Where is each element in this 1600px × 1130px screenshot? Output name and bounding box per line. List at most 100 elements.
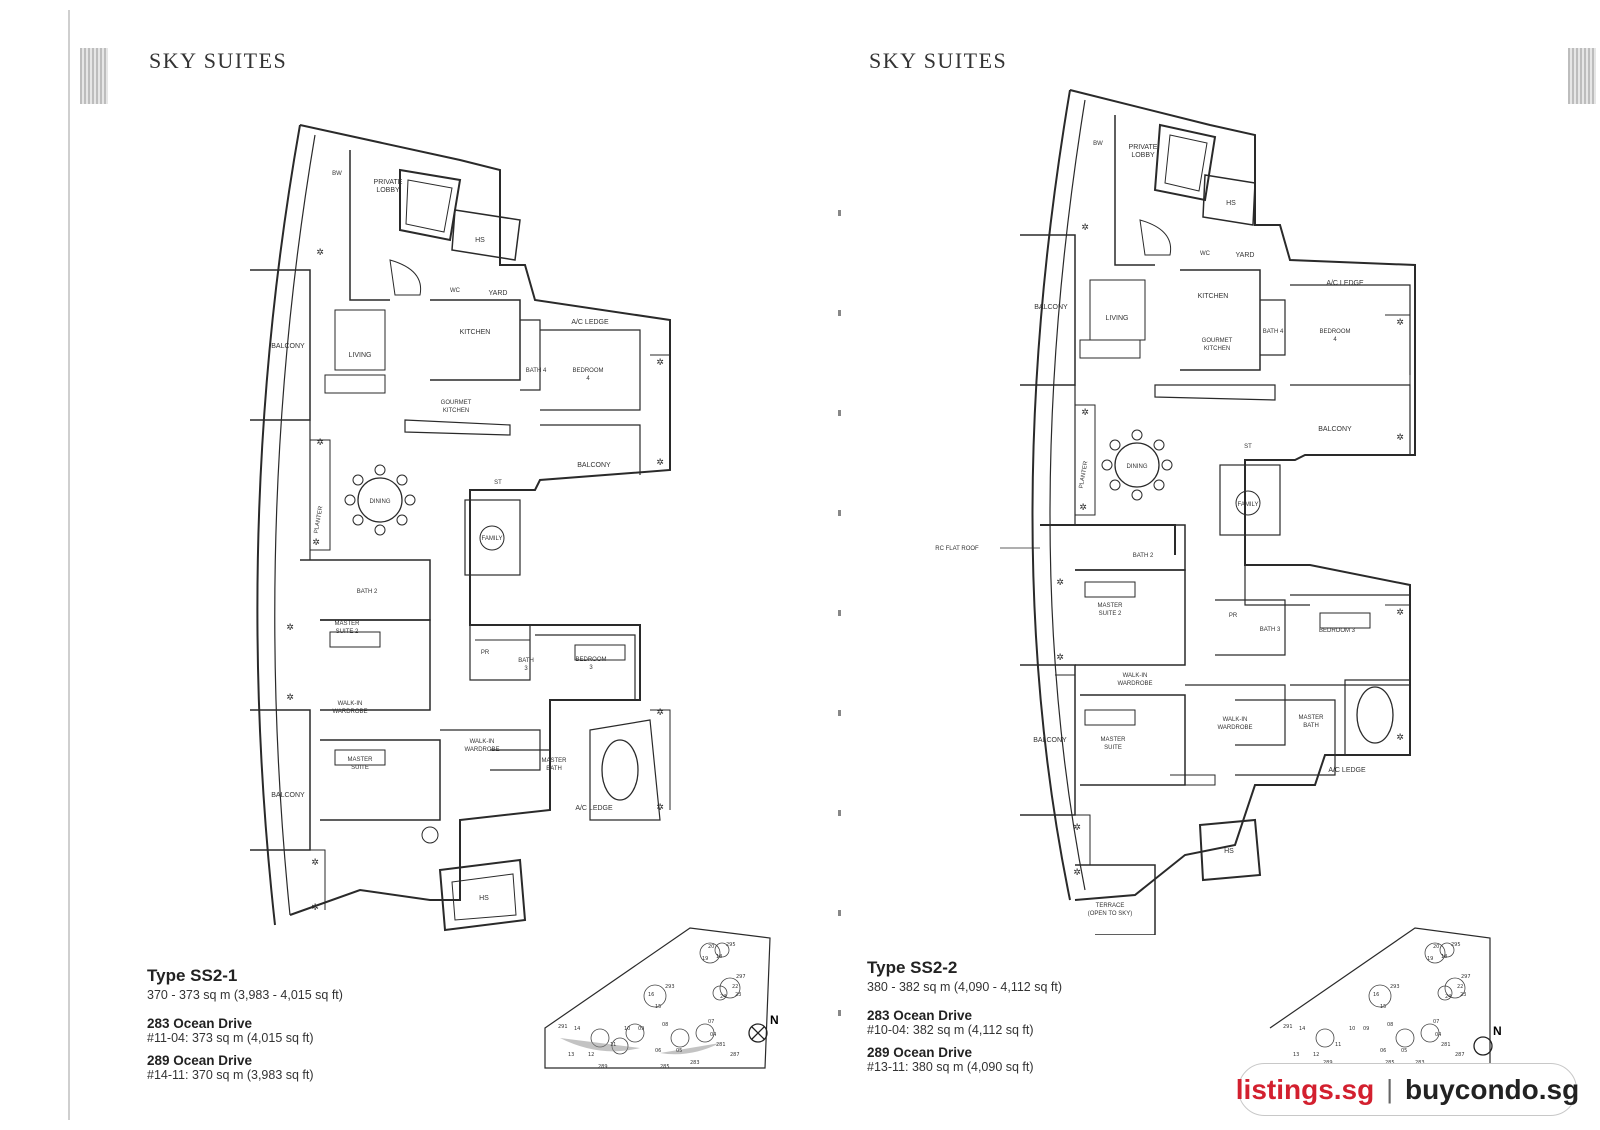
plan-text: 297 (736, 974, 746, 980)
plan-text: 19 (1427, 956, 1433, 962)
plan-text: 12 (1313, 1052, 1319, 1058)
room-label-hs: HS (475, 237, 485, 244)
room-label-planter: PLANTER (1079, 460, 1090, 489)
key-plan-drawing: N 20 295 19 18 297 22 23 24 16 293 15 29… (1269, 927, 1502, 1068)
plan-text: 20 (1433, 944, 1439, 950)
address-detail: #11-04: 373 sq m (4,015 sq ft) (147, 1031, 314, 1045)
plan-text: 13 (568, 1052, 574, 1058)
address-name: 283 Ocean Drive (147, 1016, 253, 1031)
page-title: SKY SUITES (869, 48, 1008, 73)
page-fold-marks (838, 150, 841, 1050)
room-label-kitchen: KITCHEN (460, 329, 491, 336)
plan-text: 22 (732, 984, 738, 990)
room-label-master-suite: MASTER (1100, 737, 1126, 743)
svg-text:✲: ✲ (1056, 653, 1064, 663)
unit-type-title: Type SS2-1 (147, 966, 238, 985)
plan-text: 14 (574, 1026, 580, 1032)
plan-text: 04 (1435, 1032, 1441, 1038)
watermark-banner[interactable]: listings.sg | buycondo.sg (1235, 1063, 1580, 1116)
compass-north-label: N (770, 1013, 779, 1027)
plan-text: SUITE (1104, 745, 1122, 751)
unit-type-title: Type SS2-2 (867, 958, 958, 977)
room-label-bedroom-3: BEDROOM 3 (1319, 628, 1356, 634)
watermark-separator: | (1386, 1074, 1393, 1104)
key-plan-drawing: N 20 295 19 18 297 22 23 24 16 293 15 29… (544, 927, 779, 1070)
plan-text: 293 (665, 984, 675, 990)
plan-text: LOBBY (376, 187, 400, 194)
room-label-planter: PLANTER (314, 505, 325, 534)
room-label-bw: BW (332, 171, 342, 177)
watermark-buycondo-link[interactable]: buycondo.sg (1405, 1073, 1580, 1105)
room-label-st: ST (494, 480, 502, 486)
room-label-hs: HS (1226, 200, 1236, 207)
room-label-dining: DINING (370, 499, 391, 505)
plan-text: WARDROBE (332, 709, 367, 715)
room-label-family: FAMILY (482, 536, 503, 542)
right-brochure-page: SKY SUITES (800, 0, 1600, 1130)
plan-text: 23 (1460, 992, 1466, 998)
room-label-yard: YARD (489, 290, 508, 297)
room-label-bath-4: BATH 4 (526, 368, 547, 374)
plan-text: 3 (589, 665, 593, 671)
plan-text: 4 (586, 376, 590, 382)
plan-text: 06 (1380, 1048, 1386, 1054)
svg-text:✲: ✲ (311, 858, 319, 868)
room-label-gourmet-kitchen: GOURMET (1202, 338, 1233, 344)
scan-edge-left (68, 10, 70, 1120)
room-label-bedroom-3: BEDROOM (575, 657, 606, 663)
plan-text: 15 (655, 1004, 661, 1010)
plan-text: 287 (730, 1052, 740, 1058)
svg-text:✲: ✲ (656, 708, 664, 718)
room-label-pr: PR (1229, 613, 1238, 619)
plan-text: (OPEN TO SKY) (1088, 911, 1132, 917)
plan-text: 24 (720, 994, 726, 1000)
svg-text:✲: ✲ (1396, 608, 1404, 618)
plan-text: 18 (1441, 954, 1447, 960)
plan-text: 16 (648, 992, 654, 998)
svg-text:✲: ✲ (286, 623, 294, 633)
room-label-walk-in-wardrobe-2: WALK-IN (1223, 717, 1248, 723)
room-label-family: FAMILY (1238, 502, 1259, 508)
room-label-balcony-right: BALCONY (577, 462, 611, 469)
room-label-bath-3: BATH 3 (1260, 627, 1281, 633)
room-label-pr: PR (481, 650, 490, 656)
dining-chairs (344, 464, 416, 536)
plan-text: 22 (1457, 984, 1463, 990)
left-brochure-page: SKY SUITES (147, 48, 779, 1082)
plan-text: 295 (1451, 942, 1461, 948)
plan-text: 12 (588, 1052, 594, 1058)
plan-text: SUITE (351, 765, 369, 771)
plan-text: 281 (716, 1042, 726, 1048)
plan-text: 291 (1283, 1024, 1293, 1030)
room-label-walk-in-wardrobe: WALK-IN (338, 701, 363, 707)
plan-text: 06 (655, 1048, 661, 1054)
svg-text:✲: ✲ (1073, 823, 1081, 833)
svg-text:✲: ✲ (1396, 318, 1404, 328)
plan-text: 281 (1441, 1042, 1451, 1048)
room-label-balcony-top: BALCONY (1034, 304, 1068, 311)
svg-text:✲: ✲ (1056, 578, 1064, 588)
room-label-master-suite-2: MASTER (1097, 603, 1123, 609)
plan-text: 08 (1387, 1022, 1393, 1028)
plan-text: BATH (546, 766, 562, 772)
svg-text:✲: ✲ (1396, 733, 1404, 743)
svg-text:✲: ✲ (1081, 223, 1089, 233)
plan-text: 20 (708, 944, 714, 950)
svg-text:✲: ✲ (1073, 868, 1081, 878)
room-label-balcony-right: BALCONY (1318, 426, 1352, 433)
watermark-listings-link[interactable]: listings.sg (1235, 1073, 1375, 1105)
plan-text: 10 (1349, 1026, 1355, 1032)
scan-edge-right-bar (1568, 48, 1596, 104)
address-name: 289 Ocean Drive (147, 1053, 253, 1068)
plan-text: 14 (1299, 1026, 1305, 1032)
address-detail: #13-11: 380 sq m (4,090 sq ft) (867, 1060, 1034, 1074)
plan-text: 23 (735, 992, 741, 998)
planter-shrubs: ✲✲✲ ✲✲✲ ✲✲✲ ✲✲ (286, 248, 664, 913)
unit-type-area: 370 - 373 sq m (3,983 - 4,015 sq ft) (147, 988, 343, 1002)
plan-text: 287 (1455, 1052, 1465, 1058)
scan-edge-left-bar (80, 48, 108, 104)
room-label-balcony-bottom: BALCONY (271, 792, 305, 799)
plan-text: 297 (1461, 974, 1471, 980)
plan-text: 09 (638, 1026, 644, 1032)
room-label-wc: WC (450, 288, 461, 294)
